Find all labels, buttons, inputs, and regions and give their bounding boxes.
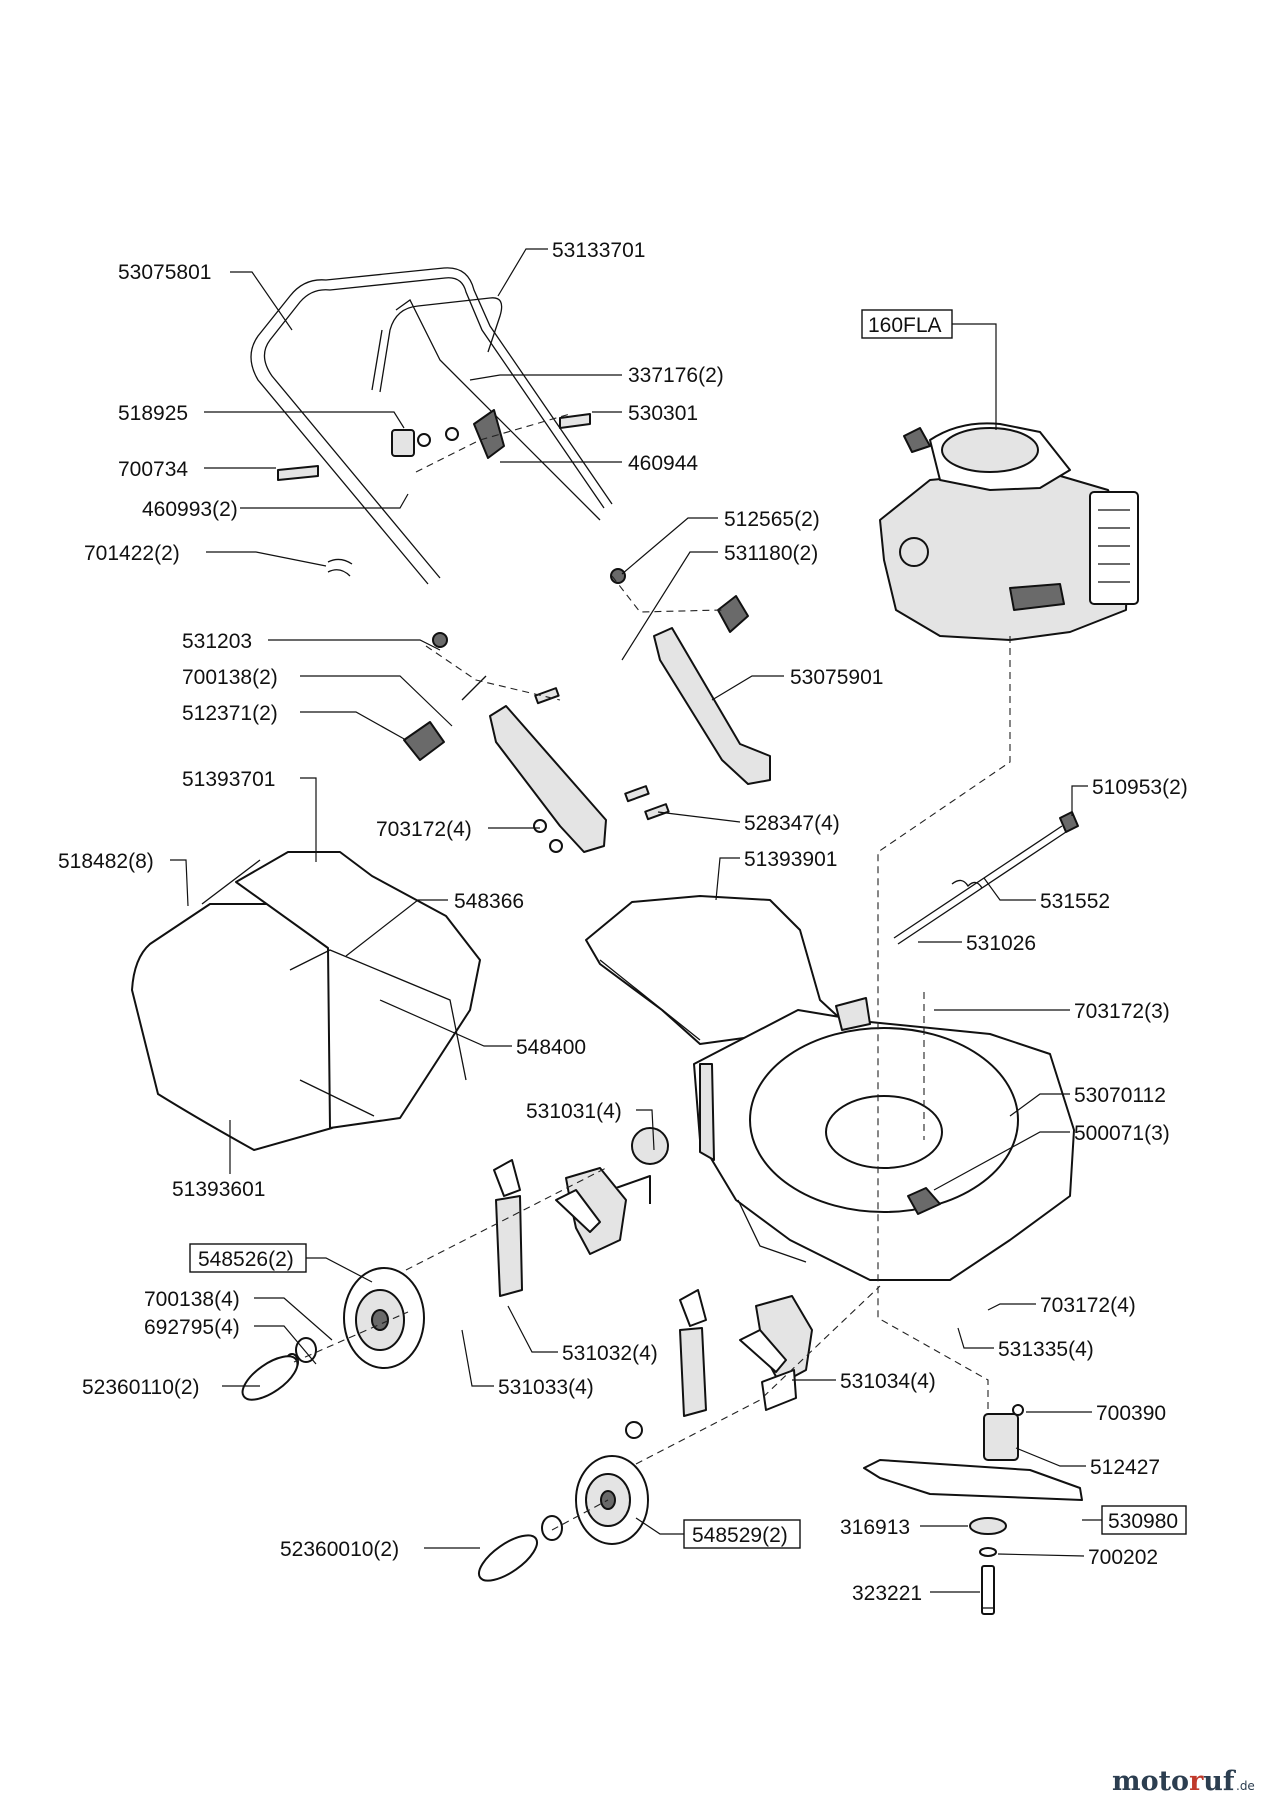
- part-label: 548366: [454, 890, 524, 913]
- wheel-left-upper: [241, 1267, 425, 1401]
- part-label: 531034(4): [840, 1370, 936, 1393]
- part-label: 548400: [516, 1036, 586, 1059]
- part-label: 703172(4): [1040, 1294, 1136, 1317]
- part-label: 700138(2): [182, 666, 278, 689]
- part-label: 51393701: [182, 768, 275, 791]
- part-label: 337176(2): [628, 364, 724, 387]
- part-label: 512427: [1090, 1456, 1160, 1479]
- part-label-box: [189, 1243, 307, 1273]
- part-label: 51393601: [172, 1178, 265, 1201]
- part-label: 323221: [852, 1582, 922, 1605]
- watermark-logo: motoruf .de: [1112, 1766, 1255, 1797]
- height-adjust-levers: [403, 568, 771, 853]
- part-label-box: [683, 1519, 801, 1549]
- part-label: 531203: [182, 630, 252, 653]
- part-label: 53133701: [552, 239, 645, 262]
- engine-label: 160FLA: [868, 314, 942, 337]
- svg-text:motoruf: motoruf: [1112, 1766, 1237, 1797]
- part-label: 518482(8): [58, 850, 154, 873]
- axle-assembly: [893, 811, 1079, 945]
- part-label: 53075801: [118, 261, 211, 284]
- part-label: 531032(4): [562, 1342, 658, 1365]
- part-label: 703172(3): [1074, 1000, 1170, 1023]
- part-label: 700202: [1088, 1546, 1158, 1569]
- engine-160fla: [879, 422, 1139, 641]
- rear-wheel-assembly: [625, 1289, 813, 1439]
- part-label: 700734: [118, 458, 188, 481]
- part-label: 700138(4): [144, 1288, 240, 1311]
- discharge-flap: [585, 895, 847, 1045]
- part-label: 518925: [118, 402, 188, 425]
- part-label: 531026: [966, 932, 1036, 955]
- part-label: 460944: [628, 452, 698, 475]
- part-label: 531031(4): [526, 1100, 622, 1123]
- part-label: 530980: [1108, 1510, 1178, 1533]
- part-label: 510953(2): [1092, 776, 1188, 799]
- part-label: 700390: [1096, 1402, 1166, 1425]
- part-label: 52360010(2): [280, 1538, 399, 1561]
- part-label: 512371(2): [182, 702, 278, 725]
- part-label: 692795(4): [144, 1316, 240, 1339]
- part-label: 460993(2): [142, 498, 238, 521]
- part-label: 530301: [628, 402, 698, 425]
- part-label: 548526(2): [198, 1248, 294, 1271]
- front-wheel-assembly: [493, 1127, 669, 1297]
- part-label: 53075901: [790, 666, 883, 689]
- part-label: 512565(2): [724, 508, 820, 531]
- part-label: 548529(2): [692, 1524, 788, 1547]
- part-label: 500071(3): [1074, 1122, 1170, 1145]
- engine-label-box: [861, 309, 953, 339]
- blade-assembly: [863, 1404, 1083, 1615]
- part-label: 528347(4): [744, 812, 840, 835]
- part-label: 701422(2): [84, 542, 180, 565]
- part-label-box: [1101, 1505, 1187, 1535]
- svg-text:.de: .de: [1236, 1779, 1255, 1793]
- grass-catcher: [131, 851, 481, 1151]
- part-label: 531552: [1040, 890, 1110, 913]
- wheel-left-lower: [478, 1455, 649, 1582]
- part-label: 703172(4): [376, 818, 472, 841]
- part-label: 52360110(2): [82, 1376, 200, 1399]
- part-label: 531335(4): [998, 1338, 1094, 1361]
- mower-deck: [693, 997, 1075, 1281]
- part-label: 531180(2): [724, 542, 818, 565]
- part-label: 316913: [840, 1516, 910, 1539]
- part-label: 53070112: [1074, 1084, 1166, 1107]
- part-label: 531033(4): [498, 1376, 594, 1399]
- handle-assembly: [250, 267, 613, 585]
- assembly-lines: [293, 413, 1011, 1531]
- part-label: 51393901: [744, 848, 837, 871]
